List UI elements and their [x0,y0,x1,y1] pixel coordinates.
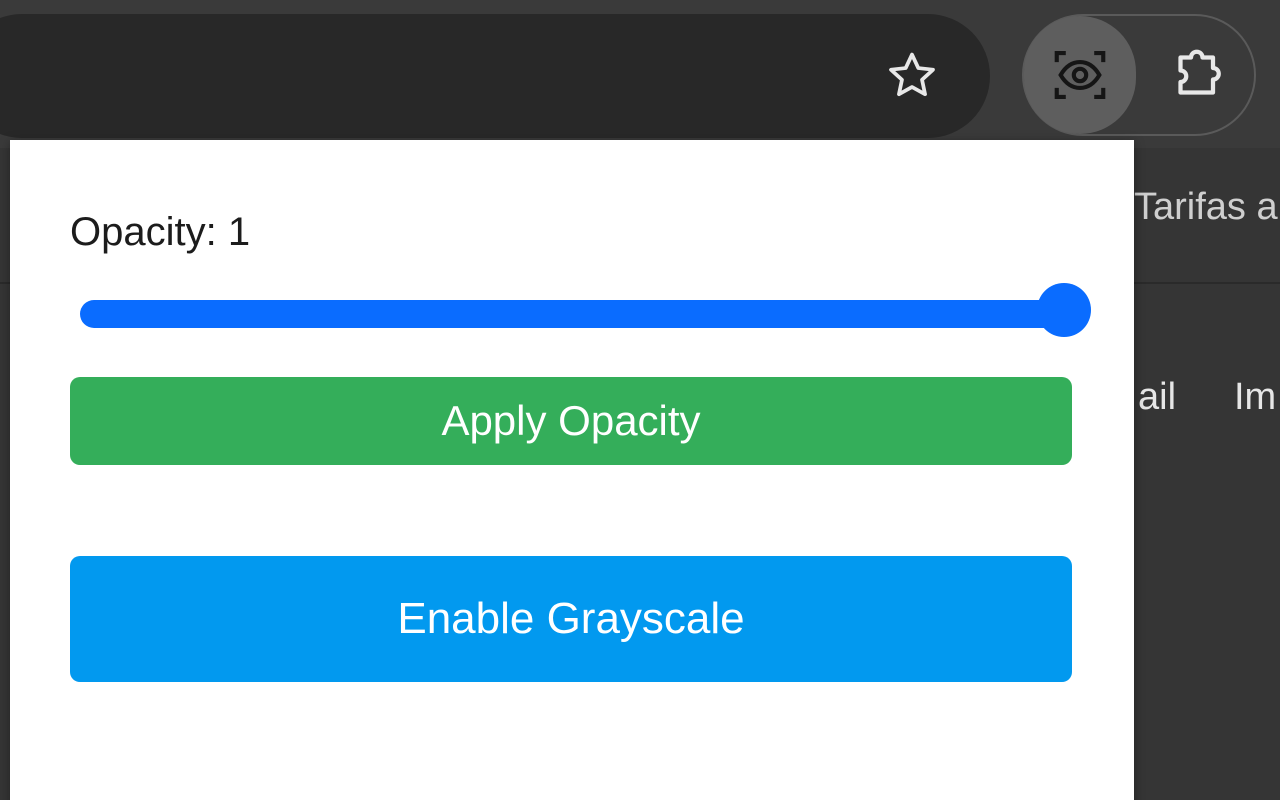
eye-scan-icon [1054,50,1106,100]
bookmark-star-button[interactable] [876,44,948,108]
opacity-label: Opacity: 1 [70,210,251,254]
page-link-images[interactable]: Im [1234,376,1277,418]
apply-opacity-button[interactable]: Apply Opacity [70,377,1072,465]
enable-grayscale-button[interactable]: Enable Grayscale [70,556,1072,682]
page-link-mail[interactable]: ail [1138,376,1177,418]
opacity-slider-track[interactable] [80,300,1078,328]
opacity-slider-thumb[interactable] [1037,283,1091,337]
extension-group [1022,14,1256,136]
eye-extension-button[interactable] [1024,16,1136,134]
star-icon [889,52,935,97]
puzzle-icon [1178,49,1221,95]
extension-popup: Opacity: 1 Apply Opacity Enable Grayscal… [10,140,1134,800]
browser-toolbar [0,0,1280,148]
extensions-menu-button[interactable] [1150,30,1246,120]
bookmark-item-tarifas[interactable]: Tarifas a [1134,186,1278,228]
address-bar[interactable] [0,14,990,138]
